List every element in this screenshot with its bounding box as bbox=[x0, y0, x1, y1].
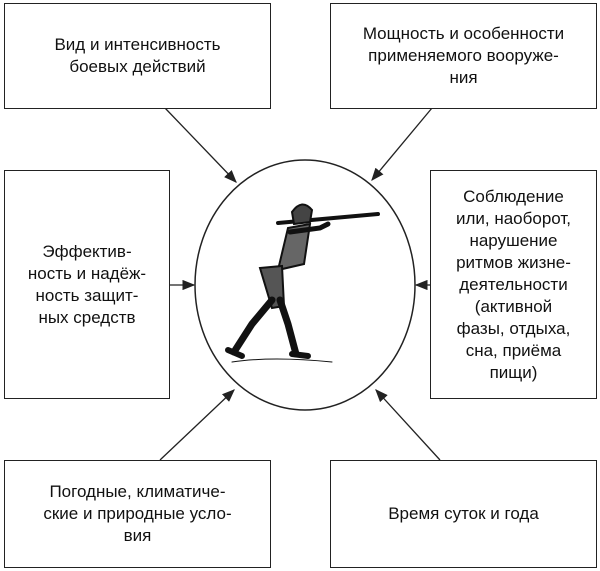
factor-label: Соблюдение или, наоборот, нарушение ритм… bbox=[455, 186, 571, 382]
factor-label: Мощность и особенности применяемого воор… bbox=[362, 24, 565, 87]
arrow-top-right bbox=[371, 107, 433, 181]
arrow-top-left bbox=[164, 107, 237, 183]
factor-time-of-day-year: Время суток и года bbox=[330, 460, 597, 568]
factor-label: Время суток и года bbox=[388, 504, 539, 523]
factor-label: Эффектив- ность и надёж- ность защит- ны… bbox=[27, 241, 147, 327]
factor-protective-gear: Эффектив- ность и надёж- ность защит- ны… bbox=[4, 170, 170, 399]
factor-combat-intensity: Вид и интенсивность боевых действий bbox=[4, 3, 271, 109]
factor-label: Погодные, климатиче- ские и природные ус… bbox=[43, 482, 232, 545]
soldier-illustration bbox=[225, 203, 380, 363]
factor-weapons-power: Мощность и особенности применяемого воор… bbox=[330, 3, 597, 109]
factor-label: Вид и интенсивность боевых действий bbox=[54, 35, 221, 76]
arrow-bottom-left bbox=[159, 389, 235, 461]
factor-life-rhythms: Соблюдение или, наоборот, нарушение ритм… bbox=[430, 170, 597, 399]
factor-weather-climate: Погодные, климатиче- ские и природные ус… bbox=[4, 460, 271, 568]
center-ellipse bbox=[194, 159, 416, 411]
arrow-bottom-right bbox=[375, 389, 441, 461]
